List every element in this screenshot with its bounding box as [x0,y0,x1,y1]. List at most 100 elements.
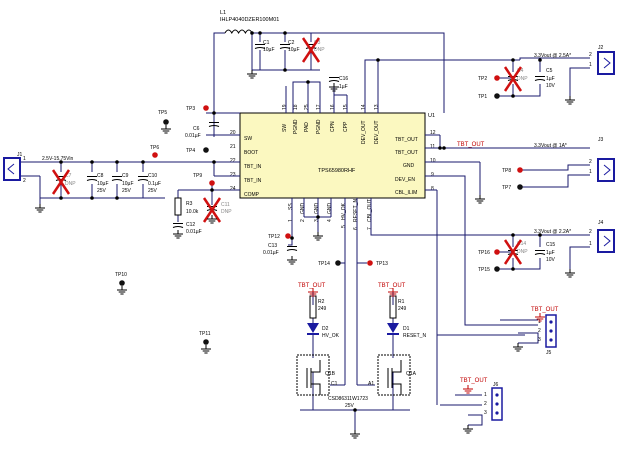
cap-c3: C3 DNP [301,37,325,63]
pin-name: DEV_EN [395,177,415,183]
test-point-label: TP13 [376,261,388,267]
inductor-l1: L1 IHLP4040DZER100M01 [220,10,279,35]
pin-num: 1 [589,62,592,68]
pin-name: SW [282,124,288,132]
pin-num: 10 [430,158,436,164]
test-point-tp16: TP16 [478,249,500,256]
pin-num: 11 [430,144,435,150]
cap-c13: C13 0.01µF [263,243,298,256]
cap-val: 10µF [288,47,300,53]
cap-val: DNP [221,209,232,215]
cap-val: 1µF [546,76,555,82]
net-label-tbt-out: TBT_OUT [378,283,406,289]
test-point-tp13: TP13 [367,260,388,267]
net-labels: TBT_OUT TBT_OUT TBT_OUT TBT_OUT TBT_OUT [298,142,559,384]
pin-name: CPN [330,121,336,132]
resistor-val: 249 [318,306,327,312]
led-ref: D1 [403,326,410,332]
pin-num: 4 [327,219,333,222]
pin-name: TBT_OUT [395,137,418,143]
pin-num: 9 [431,172,434,178]
dnp-cross [503,239,523,265]
pin-name: DEV_OUT [361,120,367,144]
cap-c4: C4 DNP [503,66,528,92]
pin-num: 19 [282,104,288,110]
test-point-label: TP7 [502,185,511,191]
inductor-part: IHLP4040DZER100M01 [220,17,279,23]
ic-ref: U1 [428,113,435,119]
pin-num: 16 [330,104,336,110]
pin-num: 23 [230,172,236,178]
led-d1: D1 RESET_N [387,323,426,339]
test-point-label: TP3 [186,106,195,112]
wires [20,32,590,430]
fet-part: CSD86311W1723 [328,396,368,402]
dnp-cross [202,197,222,223]
pin-num: 2 [589,159,592,165]
pin-num: 25 [304,104,310,110]
cap-c16: C16 1µF [328,76,348,90]
cap-val: 1µF [546,250,555,256]
dnp-cross [51,169,71,195]
led-label: HV_OK [322,333,340,339]
test-points: TP1 TP2 TP3 TP4 TP5 TP6 TP7 TP8 TP9 TP10… [115,75,523,345]
cap-ref: C6 [193,126,200,132]
cap-val: DNP [517,249,528,255]
test-point-tp1: TP1 [478,93,500,100]
cap-val: 10µF [97,181,109,187]
test-point-tp9: TP9 [193,173,215,186]
pin-num: 2 [23,178,26,184]
connector-j4: J4 3.3Vout @ 2.2A* 2 1 [534,220,615,253]
cap-volt: 25V [97,188,107,194]
fet-ref: Q1A [406,371,417,377]
cap-ref: C2 [288,40,295,46]
pin-num: 2 [484,401,487,407]
cap-ref: C13 [268,243,277,249]
test-point-label: TP4 [186,148,195,154]
cap-ref: C9 [122,173,129,179]
pin-num: 1 [288,219,294,222]
connector-j6: J6 1 2 3 [484,382,503,421]
pin-num: 8 [431,186,434,192]
test-point-label: TP2 [478,76,487,82]
connector-label: 3.3Vout @ 2.5A* [534,53,571,59]
pin-num: 7 [367,227,373,230]
cap-ref: C3 [314,40,321,46]
net-label-tbt-out: TBT_OUT [298,283,326,289]
fet-volt: 25V [345,403,355,409]
cap-volt: 25V [148,188,158,194]
test-point-label: TP14 [318,261,330,267]
connector-ref: J3 [598,137,604,143]
pin-num: 12 [430,130,436,136]
resistor-ref: R3 [186,201,193,207]
test-point-tp11: TP11 [199,331,211,345]
connector-j2: J2 3.3Vout @ 2.5A* 2 1 [534,45,615,75]
resistor-ref: R1 [398,299,405,305]
cap-ref: C7 [65,173,72,179]
cap-c6: C6 0.01µF [185,122,220,139]
pin-name: GND [403,163,415,169]
test-point-label: TP16 [478,250,490,256]
pin-num: 18 [293,104,299,110]
test-point-tp4: TP4 [186,147,209,154]
fet-ref: Q1B [325,371,336,377]
connector-j3: J3 3.3Vout @ 1A* 2 1 [534,137,615,182]
pin-name: GND [327,203,333,215]
connector-j5: J5 1 2 3 [538,314,557,356]
pin-name: DEV_OUT [374,120,380,144]
connector-label: 3.3Vout @ 2.2A* [534,229,571,235]
pin-num: 3 [538,337,541,343]
pin-num: 17 [316,104,322,110]
cap-ref: C5 [546,68,553,74]
connector-label: 3.3Vout @ 1A* [534,143,567,149]
pin-num: 14 [361,104,367,110]
pin-name: TBT_IN [244,178,262,184]
cap-val: 1µF [339,84,348,90]
cap-ref: C4 [517,68,524,74]
pin-num: 22 [230,158,236,164]
pin-num: 1 [23,156,26,162]
test-point-tp7: TP7 [502,184,523,191]
pin-name: SW [244,136,252,142]
cap-c15: C15 1µF 10V [534,242,556,263]
cap-val: DNP [65,181,76,187]
